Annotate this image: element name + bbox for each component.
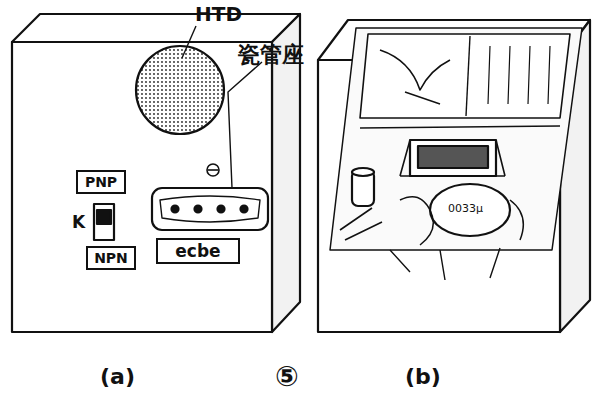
part-label: HTD [195,2,242,26]
box-label: PNP [85,174,117,190]
part-label: K [72,212,85,232]
box-label: NPN [94,250,128,266]
part-label: ⑤ [275,360,299,393]
label-box: PNP [76,170,126,194]
part-label: 瓷管座 [238,40,304,70]
label-box: NPN [86,246,136,270]
part-label: (b) [405,364,441,389]
part-label: 0033μ [448,202,483,215]
box-label: ecbe [175,241,220,261]
part-label: (a) [100,364,135,389]
label-box: ecbe [156,238,240,264]
